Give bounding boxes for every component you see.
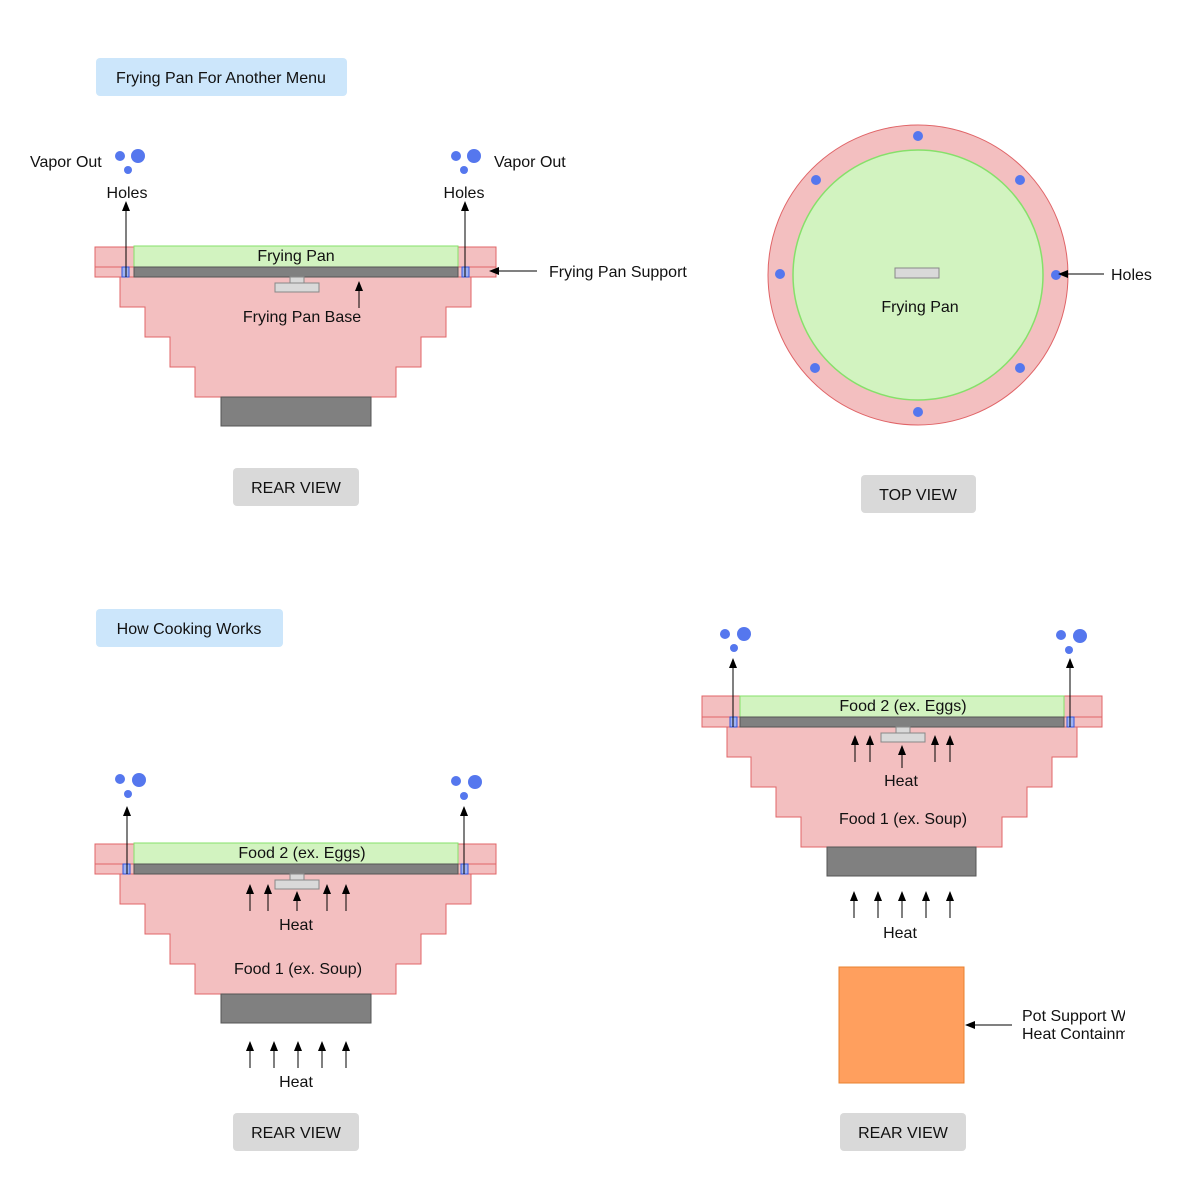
top-view-button[interactable]: TOP VIEW [861, 475, 976, 513]
burner-block [220, 993, 372, 1024]
pan-handle-stem [289, 873, 305, 881]
frying-pan-support-bar [133, 266, 459, 278]
rear-view-1-label: REAR VIEW [251, 480, 342, 497]
rear-view-2-diagram: Food 2 (ex. Eggs) Heat Food 1 (ex. Soup) [94, 773, 497, 1091]
burner-block [826, 846, 977, 877]
section-header-text: Frying Pan For Another Menu [116, 70, 326, 87]
top-view-holes-label: Holes [1111, 267, 1152, 284]
vapor-bubbles-left [115, 773, 146, 798]
top-view-pan-label: Frying Pan [881, 299, 958, 316]
vapor-bubbles-left [115, 149, 145, 174]
food-1-label: Food 1 (ex. Soup) [234, 961, 362, 978]
food-1-label: Food 1 (ex. Soup) [839, 811, 967, 828]
outer-heat-arrows [246, 1041, 350, 1068]
top-view-label: TOP VIEW [879, 487, 958, 504]
section-header-bg [96, 609, 283, 647]
pan-support-bar [133, 863, 459, 875]
pan-support-bar [739, 716, 1065, 728]
food-2-label: Food 2 (ex. Eggs) [839, 698, 966, 715]
frying-pan-label: Frying Pan [257, 248, 334, 265]
vapor-bubbles-right [451, 775, 482, 800]
vapor-out-left-label: Vapor Out [30, 154, 102, 171]
rear-view-3-diagram: Food 2 (ex. Eggs) Heat Food 1 (ex. Soup) [701, 627, 1129, 1084]
frying-pan-base-body [119, 276, 472, 398]
pan-handle-stem [895, 726, 911, 734]
rear-view-3-button[interactable]: REAR VIEW [840, 1113, 966, 1151]
frying-pan-support-label: Frying Pan Support [549, 264, 687, 281]
pot-body-food-1 [119, 873, 472, 995]
rear-view-2-label: REAR VIEW [251, 1125, 342, 1142]
pot-support-label-clip: Pot Support W Heat Containm [1022, 1008, 1129, 1043]
top-view-handle [894, 267, 940, 279]
pan-handle [880, 732, 926, 743]
pot-body-food-1 [726, 726, 1078, 848]
rear-view-2-button[interactable]: REAR VIEW [233, 1113, 359, 1151]
pan-handle [274, 879, 320, 890]
vapor-out-right-label: Vapor Out [494, 154, 566, 171]
pot-support-heat-containment [838, 966, 965, 1084]
top-view-diagram: Frying Pan Holes [767, 124, 1152, 426]
pan-handle-stem [289, 276, 305, 284]
pot-support-label-line-2: Heat Containm [1022, 1026, 1129, 1043]
vapor-bubbles-right [451, 149, 481, 174]
vapor-bubbles-left [720, 627, 751, 652]
inner-heat-arrows [851, 735, 954, 768]
outer-heat-arrows [850, 891, 954, 918]
section-header-text: How Cooking Works [117, 621, 262, 638]
section-header-bg [96, 58, 347, 96]
holes-left-label: Holes [107, 185, 148, 202]
inner-heat-label: Heat [279, 917, 313, 934]
section-header-frying-pan: Frying Pan For Another Menu [96, 58, 347, 96]
outer-heat-label: Heat [883, 925, 917, 942]
vapor-bubbles-right [1056, 629, 1087, 654]
burner-block [220, 396, 372, 427]
pot-support-label-line-1: Pot Support W [1022, 1008, 1127, 1025]
inner-heat-arrows [246, 884, 350, 911]
rear-view-1-button[interactable]: REAR VIEW [233, 468, 359, 506]
inner-heat-label: Heat [884, 773, 918, 790]
top-view-holes [775, 131, 1061, 417]
rear-view-3-label: REAR VIEW [858, 1125, 949, 1142]
holes-right-label: Holes [444, 185, 485, 202]
food-2-label: Food 2 (ex. Eggs) [238, 845, 365, 862]
frying-pan-base-label: Frying Pan Base [243, 309, 361, 326]
pan-handle [274, 282, 320, 293]
rear-view-1-diagram: Frying Pan Vapor Out Vapor Out Holes Hol… [30, 149, 687, 427]
outer-heat-label: Heat [279, 1074, 313, 1091]
section-header-how-cooking-works: How Cooking Works [96, 609, 283, 647]
